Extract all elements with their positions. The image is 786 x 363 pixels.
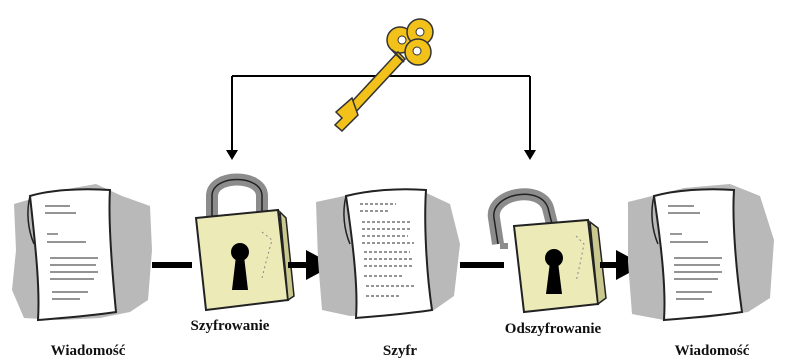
document-icon — [628, 184, 774, 322]
node-label-plaintext: Wiadomość — [50, 343, 126, 359]
closed-padlock-icon — [194, 173, 295, 312]
node-label-plaintext-2: Wiadomość — [674, 343, 750, 359]
key-connector — [226, 75, 536, 160]
document-icon — [12, 184, 152, 322]
node-label-ciphertext: Szyfr — [382, 343, 418, 359]
open-padlock-icon — [487, 188, 607, 314]
step-label-encrypt: Szyfrowanie — [190, 318, 270, 334]
document-icon — [316, 188, 460, 320]
key-icon — [333, 18, 434, 133]
step-label-decrypt: Odszyfrowanie — [504, 321, 602, 337]
